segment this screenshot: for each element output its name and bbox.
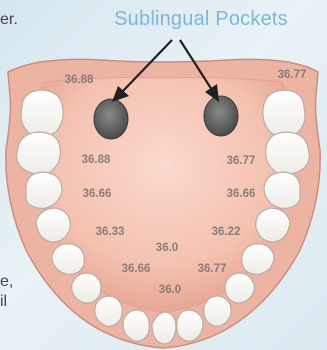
reading-center-top: 36.0 <box>156 242 178 254</box>
reading-left-2: 36.66 <box>83 188 112 200</box>
reading-right-3: 36.22 <box>212 226 241 238</box>
tooth <box>21 90 63 137</box>
clipped-text-mid-1: e, <box>0 274 13 290</box>
tooth <box>95 296 122 326</box>
reading-upper-right: 36.77 <box>278 69 307 81</box>
tooth <box>123 310 149 341</box>
tooth <box>177 310 203 341</box>
reading-upper-left: 36.88 <box>65 74 94 86</box>
tooth <box>242 244 274 275</box>
clipped-text-top: er. <box>0 12 18 28</box>
tooth <box>52 244 84 275</box>
reading-left-4: 36.66 <box>122 263 151 275</box>
tooth <box>263 90 305 137</box>
tooth <box>204 296 231 326</box>
clipped-text-mid-2: il <box>0 294 7 310</box>
left-sublingual-pocket <box>94 99 128 139</box>
tooth <box>256 208 290 242</box>
tooth <box>17 132 61 174</box>
tooth <box>36 208 70 242</box>
reading-right-4: 36.77 <box>198 263 227 275</box>
reading-center-bottom: 36.0 <box>159 284 181 296</box>
tooth <box>225 273 254 303</box>
reading-left-1: 36.88 <box>82 154 111 166</box>
tooth <box>266 132 310 174</box>
reading-right-2: 36.66 <box>227 188 256 200</box>
right-sublingual-pocket <box>204 96 238 136</box>
tooth <box>72 273 101 303</box>
reading-right-1: 36.77 <box>227 155 256 167</box>
reading-left-3: 36.33 <box>96 226 125 238</box>
